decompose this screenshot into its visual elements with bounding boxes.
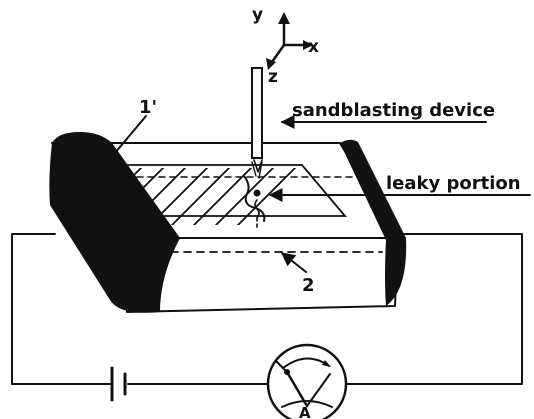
ref2-callout: 2 — [280, 252, 315, 296]
y-axis-label: y — [252, 5, 263, 25]
leak-point — [253, 189, 261, 197]
battery-icon — [110, 366, 127, 402]
device-label: sandblasting device — [292, 100, 495, 121]
leak-callout: leaky portion — [268, 173, 531, 202]
ref1-callout: 1' — [103, 97, 157, 168]
specimen-block — [49, 132, 407, 313]
electrode-1-dashed — [107, 179, 133, 244]
x-axis-label: x — [308, 37, 319, 57]
leak-label: leaky portion — [386, 173, 521, 194]
sandblasting-nozzle — [251, 67, 263, 229]
ammeter-label: A — [299, 404, 311, 419]
circuit-wire — [11, 233, 523, 385]
z-axis-label: z — [268, 67, 278, 87]
ref2-label: 2 — [302, 275, 315, 296]
leak-boundary — [243, 175, 266, 222]
ref1-label: 1' — [139, 97, 157, 118]
device-callout: sandblasting device — [280, 100, 495, 129]
z-axis-arrow — [270, 43, 286, 64]
right-end-cap — [340, 139, 407, 306]
coordinate-axes: y x z — [252, 5, 319, 87]
ammeter-icon: A — [266, 343, 348, 419]
